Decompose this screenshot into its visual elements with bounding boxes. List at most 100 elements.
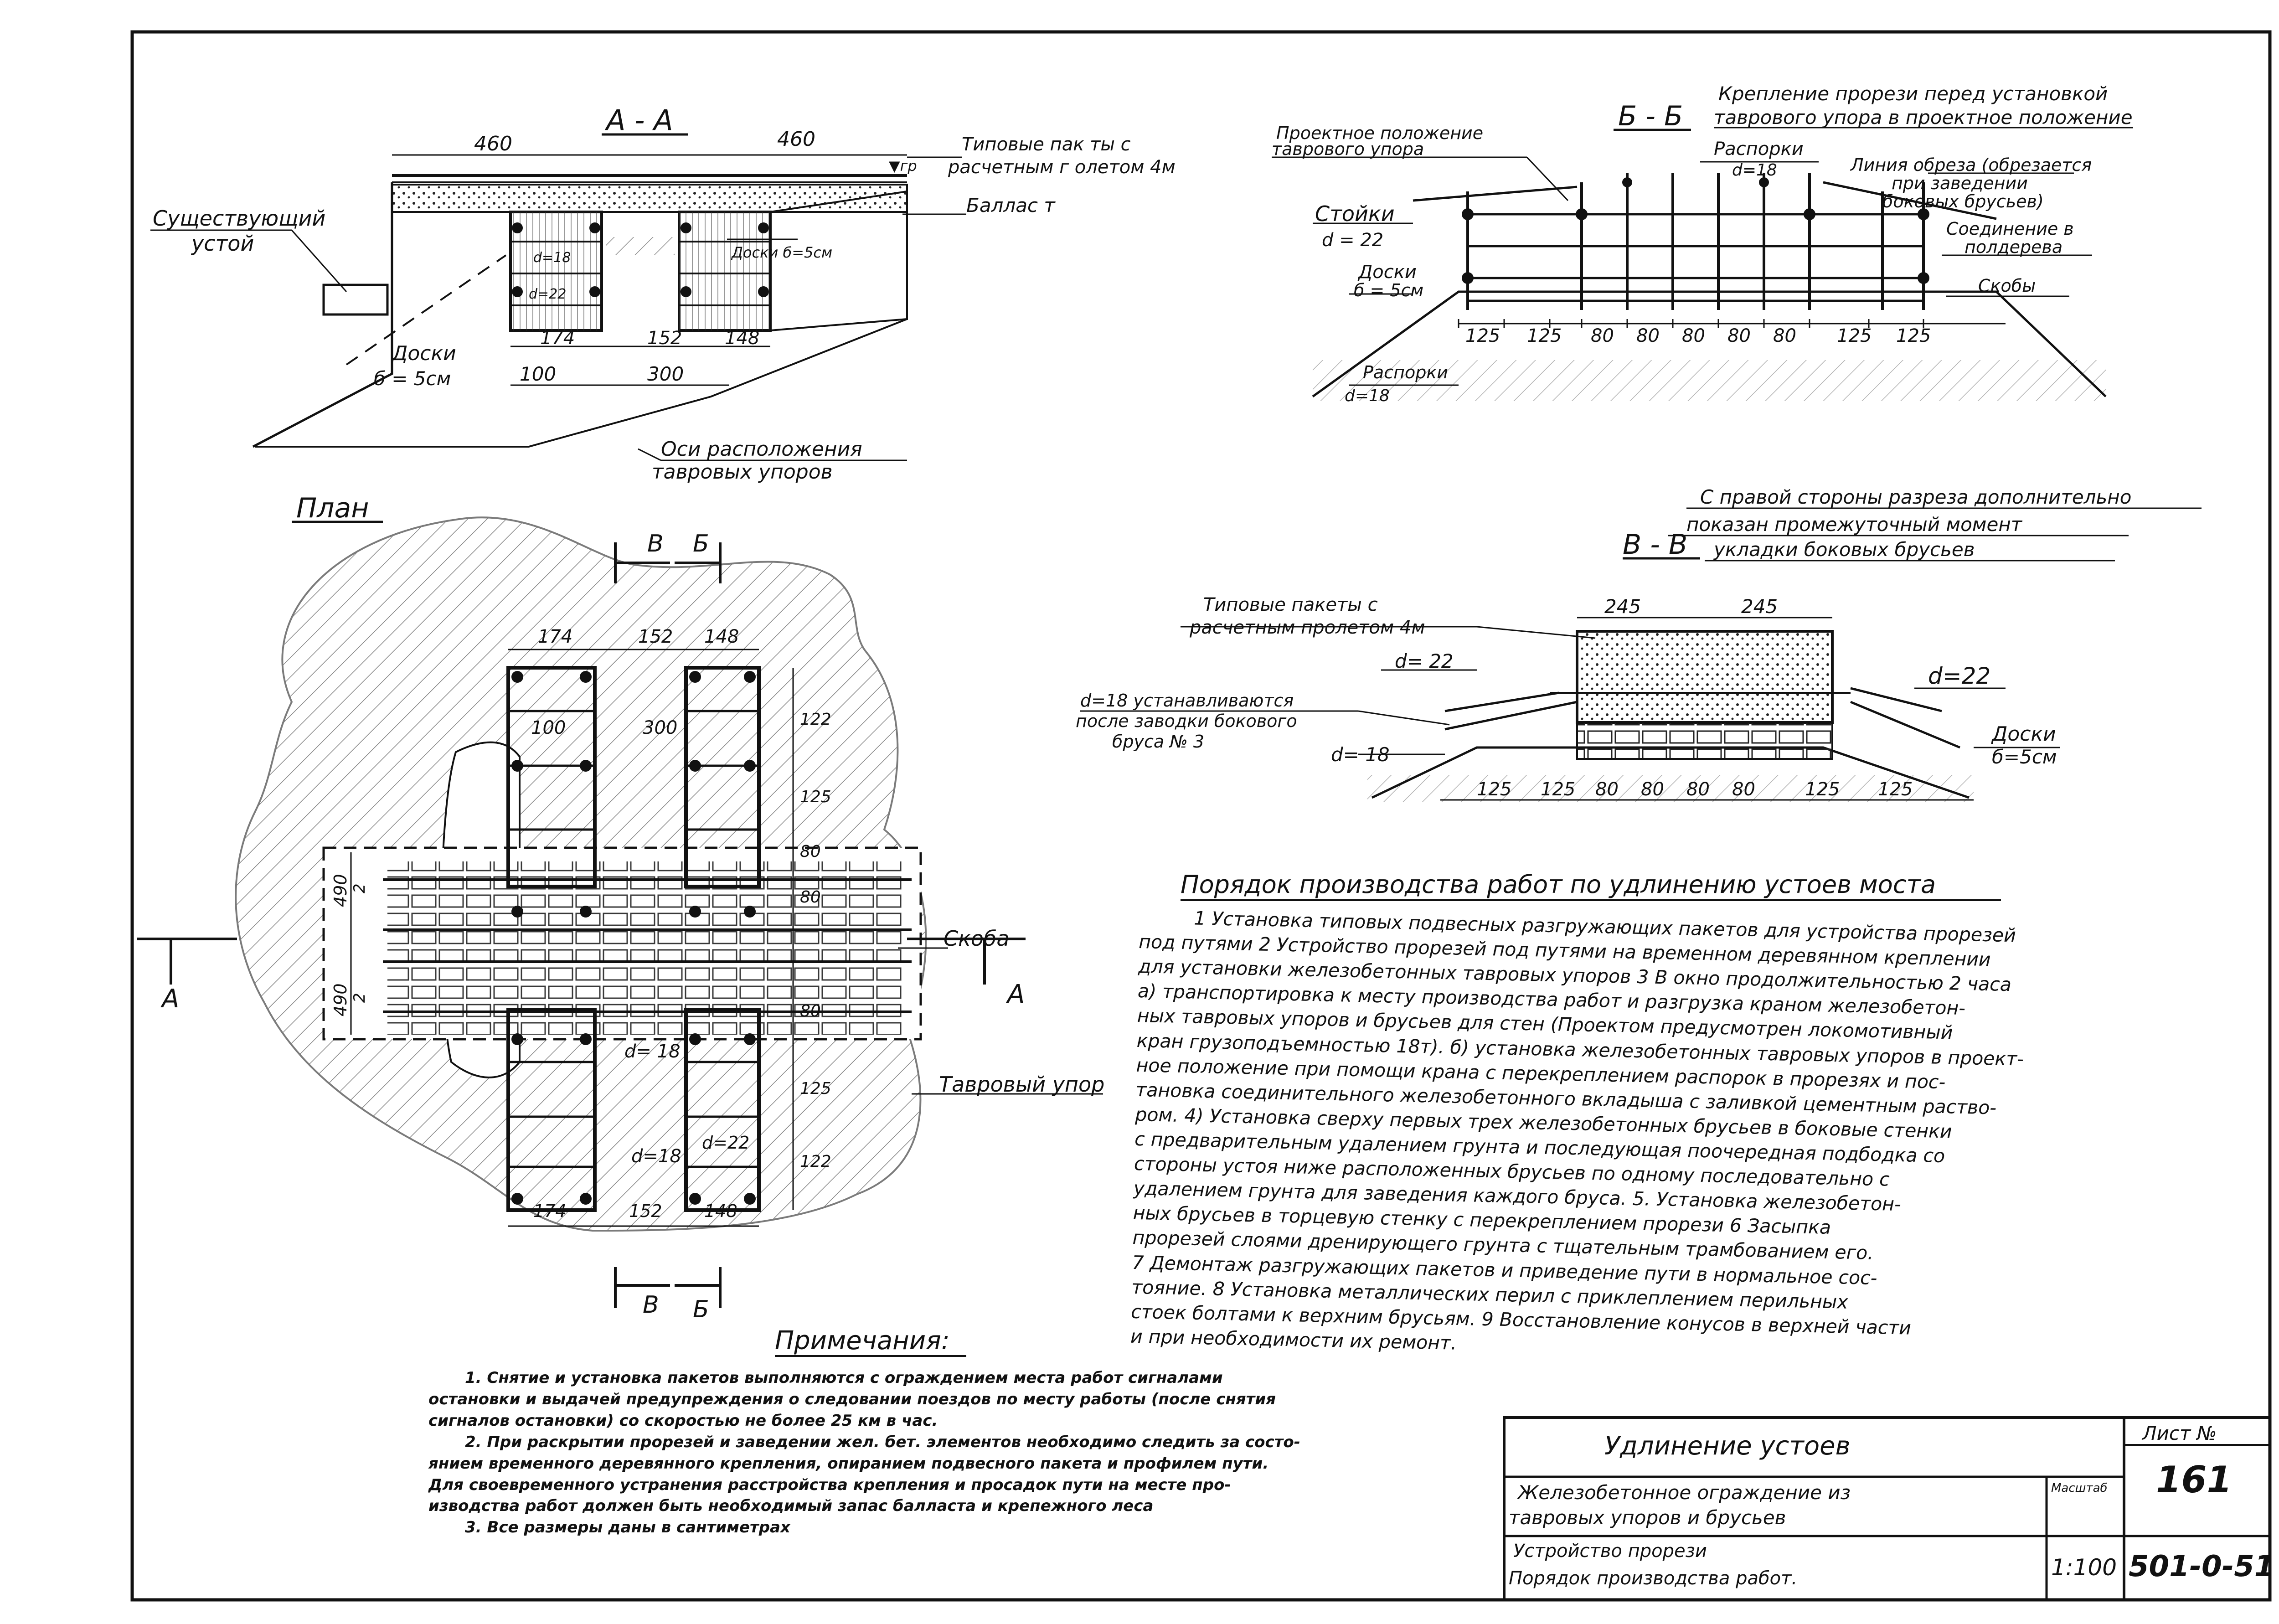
vv-caption3: укладки боковых брусьев bbox=[1713, 538, 1975, 561]
bb-project-label: Проектное положение bbox=[1276, 123, 1483, 143]
note-line: сигналов остановки) со скоростью не боле… bbox=[428, 1411, 938, 1430]
aa-dim-top-2: 460 bbox=[777, 128, 815, 151]
bb-dim-1: 125 bbox=[1465, 325, 1500, 346]
aa-ballast-label: Баллас т bbox=[966, 194, 1056, 217]
bb-caption1: Крепление прорези перед установкой bbox=[1718, 82, 2108, 105]
plan-clamp-label: Скоба bbox=[944, 926, 1010, 951]
plan-d22: d=22 bbox=[702, 1133, 749, 1153]
aa-d18: d=18 bbox=[533, 250, 571, 266]
bb-cutline-label3: боковых брусьев) bbox=[1882, 191, 2044, 211]
plan-dim-right-5: 80 bbox=[800, 1002, 821, 1021]
plan-dim-left-2: 2 bbox=[351, 883, 369, 893]
plan-dim-right-6: 125 bbox=[800, 1079, 831, 1098]
section-bb bbox=[1272, 127, 2133, 401]
aa-boards-label: Доски б=5см bbox=[731, 244, 832, 261]
vv-d18-install: d=18 устанавливаются bbox=[1080, 691, 1294, 711]
aa-existing-label: Существующий bbox=[153, 206, 325, 231]
plan-dim-left-4: 2 bbox=[351, 993, 369, 1003]
aa-dim-bottom2-1: 100 bbox=[520, 363, 556, 385]
bb-dim-6: 80 bbox=[1727, 325, 1751, 346]
plan-tee-label: Тавровый упор bbox=[939, 1072, 1104, 1097]
aa-d22: d=22 bbox=[529, 286, 566, 302]
vv-dim-5: 80 bbox=[1686, 779, 1710, 800]
plan-dim-bottom-3: 148 bbox=[704, 1201, 737, 1221]
note-line: изводства работ должен быть необходимый … bbox=[428, 1497, 1154, 1516]
vv-dim-top-1: 245 bbox=[1604, 595, 1641, 618]
plan-dim-top-1: 174 bbox=[538, 626, 572, 647]
title-block bbox=[1503, 1416, 2271, 1601]
plan-dim-right-1: 122 bbox=[800, 710, 831, 729]
section-bb-title: Б - Б bbox=[1618, 100, 1683, 132]
aa-existing-label2: устой bbox=[191, 231, 254, 256]
bb-dim-3: 80 bbox=[1591, 325, 1614, 346]
bb-posts-label: Стойки bbox=[1315, 201, 1395, 226]
plan-cut-b-top: В bbox=[647, 530, 664, 557]
procedure-title: Порядок производства работ по удлинению … bbox=[1181, 870, 1936, 899]
vv-d22-right: d=22 bbox=[1928, 663, 1990, 689]
bb-join-label: Соединение в bbox=[1946, 219, 2074, 239]
plan-cut-bb-top: Б bbox=[693, 530, 709, 557]
vv-dim-3: 80 bbox=[1595, 779, 1619, 800]
procedure-text: 1 Установка типовых подвесных разгружающ… bbox=[1130, 905, 2252, 1372]
vv-dim-2: 125 bbox=[1541, 779, 1575, 800]
tb-line4: Порядок производства работ. bbox=[1509, 1568, 1798, 1589]
plan-dim-inner-2: 300 bbox=[643, 717, 677, 738]
bb-dim-2: 125 bbox=[1527, 325, 1562, 346]
aa-boards-label3: б = 5см bbox=[374, 367, 451, 390]
notes-text: 1. Снятие и установка пакетов выполняютс… bbox=[428, 1367, 1486, 1538]
note-line: 1. Снятие и установка пакетов выполняютс… bbox=[465, 1369, 1223, 1387]
vv-d18: d= 18 bbox=[1331, 743, 1390, 766]
section-vv-title: В - В bbox=[1623, 529, 1687, 561]
plan-dim-right-7: 122 bbox=[800, 1152, 831, 1171]
tb-project: Удлинение устоев bbox=[1604, 1431, 1851, 1461]
note-line: 3. Все размеры даны в сантиметрах bbox=[465, 1518, 790, 1537]
plan-dim-right-2: 125 bbox=[800, 788, 831, 806]
plan-view bbox=[137, 516, 1103, 1308]
plan-dim-right-4: 80 bbox=[800, 888, 821, 907]
aa-dim-top-1: 460 bbox=[474, 132, 512, 155]
vv-dim-7: 125 bbox=[1805, 779, 1840, 800]
tb-line2: тавровых упоров и брусьев bbox=[1509, 1506, 1786, 1529]
aa-dim-bottom-3: 148 bbox=[725, 328, 759, 349]
section-vv bbox=[1080, 507, 2202, 802]
bb-dim-7: 80 bbox=[1773, 325, 1796, 346]
aa-dim-bottom2-2: 300 bbox=[647, 363, 684, 385]
section-aa bbox=[150, 133, 966, 461]
plan-cut-a-right: А bbox=[1006, 980, 1025, 1009]
tb-sheet-label: Лист № bbox=[2142, 1422, 2217, 1444]
plan-d18-b: d=18 bbox=[631, 1146, 681, 1167]
bb-clamps-label: Скобы bbox=[1978, 276, 2036, 296]
vv-boards-label: Доски bbox=[1991, 722, 2056, 746]
aa-axes-label: Оси расположения bbox=[661, 438, 862, 461]
plan-dim-bottom-2: 152 bbox=[629, 1201, 662, 1221]
notes-title: Примечания: bbox=[775, 1326, 950, 1356]
bb-boards-b: б = 5см bbox=[1354, 280, 1423, 300]
aa-dim-bottom-2: 152 bbox=[647, 328, 682, 349]
tb-code: 501-0-51 bbox=[2129, 1550, 2275, 1583]
vv-d18-install3: бруса № 3 bbox=[1112, 732, 1204, 752]
bb-posts-d: d = 22 bbox=[1322, 230, 1383, 251]
plan-cut-bb-bottom: Б bbox=[693, 1296, 709, 1323]
aa-packets-label: Типовые пак ты с bbox=[962, 134, 1131, 155]
bb-join-label2: полдерева bbox=[1964, 237, 2062, 257]
note-line: янием временного деревянного крепления, … bbox=[428, 1454, 1269, 1473]
aa-boards-label2: Доски bbox=[391, 342, 456, 365]
plan-dim-top-3: 148 bbox=[704, 626, 739, 647]
bb-caption2: таврового упора в проектное положение bbox=[1714, 106, 2133, 129]
plan-d18-a: d= 18 bbox=[624, 1041, 681, 1062]
aa-axes-label2: тавровых упоров bbox=[652, 460, 833, 484]
vv-caption1: С правой стороны разреза дополнительно bbox=[1700, 486, 2131, 508]
tb-sheet-no: 161 bbox=[2156, 1459, 2232, 1501]
vv-packets-label2: расчетным пролетом 4м bbox=[1189, 617, 1425, 638]
vv-boards-b: б=5см bbox=[1992, 746, 2057, 768]
bb-braces-bottom-d: d=18 bbox=[1345, 387, 1390, 405]
bb-dim-8: 125 bbox=[1837, 325, 1872, 346]
plan-dim-left-1: 490 bbox=[330, 874, 351, 907]
plan-dim-left-3: 490 bbox=[330, 983, 351, 1016]
aa-ground-mark: ▼гр bbox=[889, 157, 917, 175]
bb-braces-label: Распорки bbox=[1714, 139, 1804, 160]
bb-cutline-label: Линия обреза (обрезается bbox=[1850, 155, 2092, 175]
vv-dim-4: 80 bbox=[1641, 779, 1664, 800]
plan-dim-inner-1: 100 bbox=[531, 717, 566, 738]
